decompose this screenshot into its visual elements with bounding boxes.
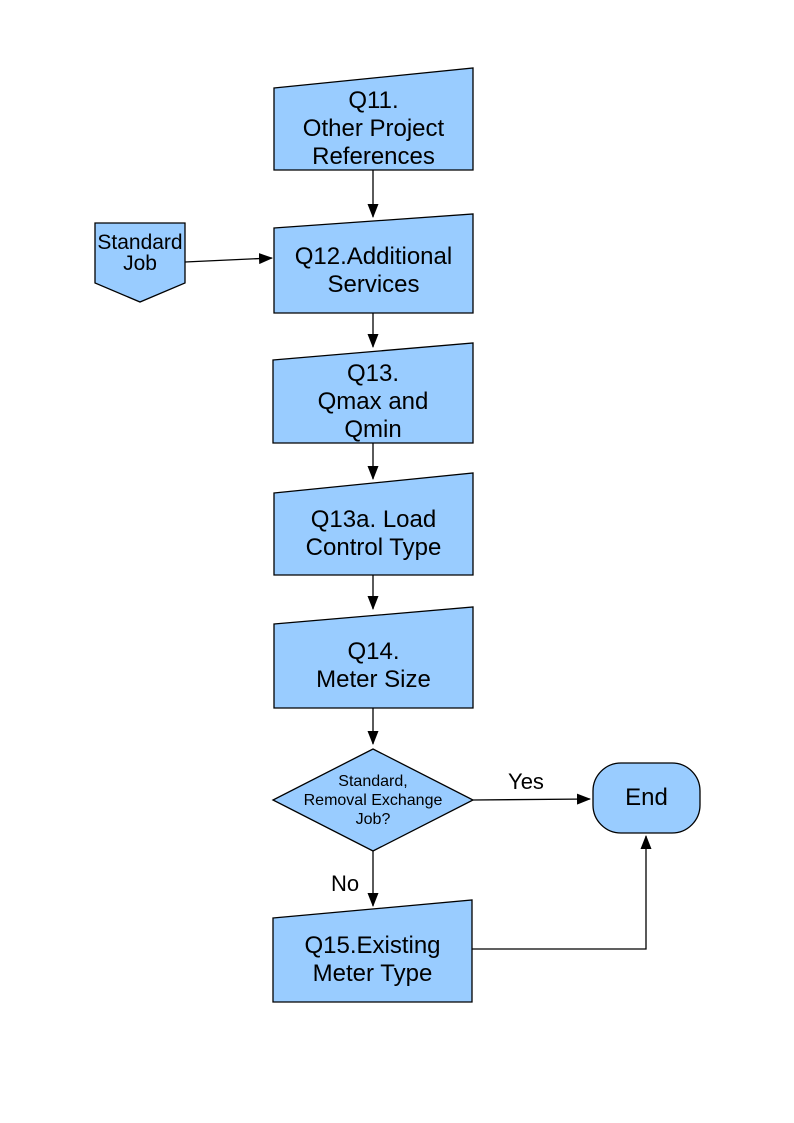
q14-node-shape bbox=[273, 606, 474, 709]
edge-decision-yes-to-end bbox=[472, 793, 591, 805]
q11-node-shape bbox=[273, 67, 474, 171]
q13-node-shape bbox=[272, 342, 474, 444]
end-node-shape bbox=[592, 762, 701, 834]
standard-job-node-shape bbox=[94, 222, 186, 303]
edge-standardjob-to-q12 bbox=[184, 253, 273, 265]
edge-q15-to-end bbox=[472, 835, 652, 950]
q12-node-shape bbox=[273, 213, 474, 314]
q15-node-shape bbox=[272, 899, 473, 1003]
q13a-node-shape bbox=[273, 472, 474, 576]
decision-node-shape bbox=[271, 748, 475, 852]
